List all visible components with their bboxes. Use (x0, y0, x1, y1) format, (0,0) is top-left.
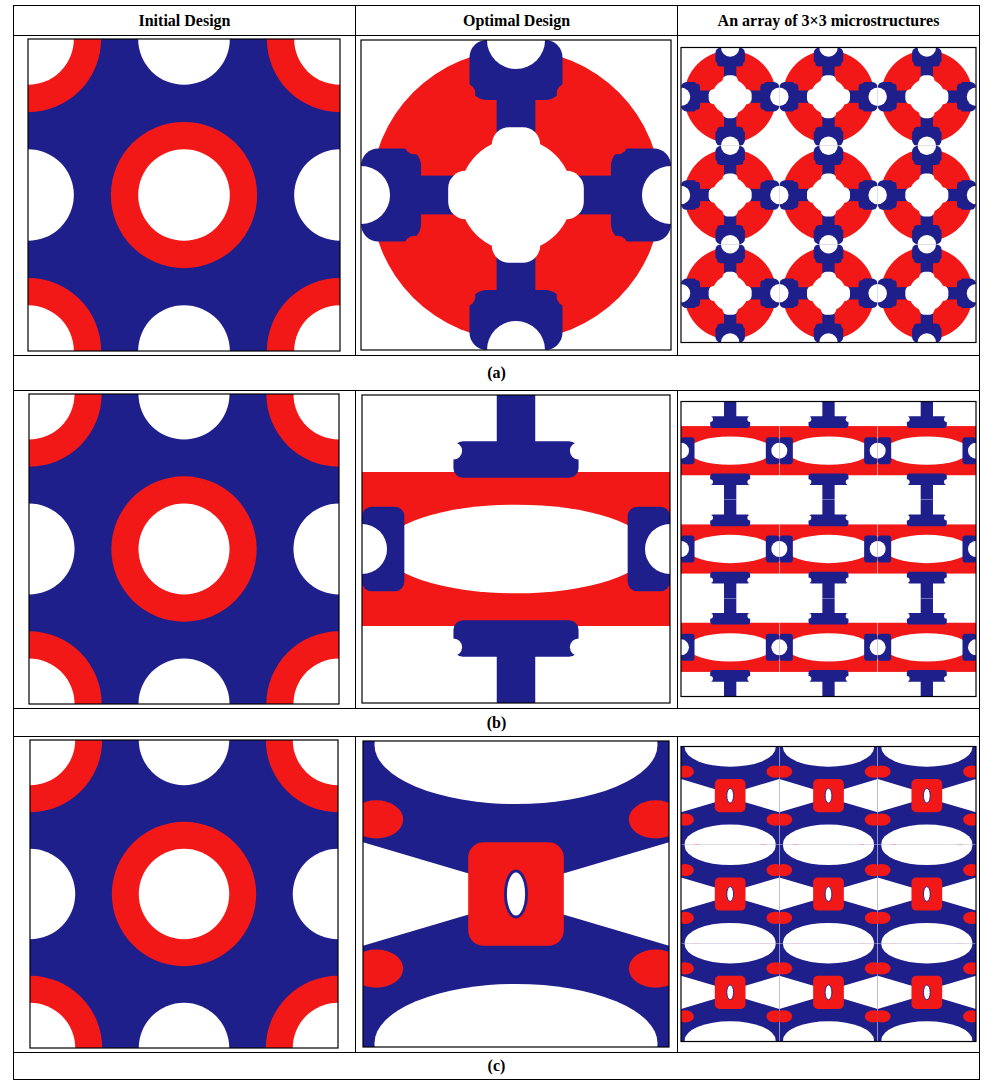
column-header-text: Optimal Design (463, 12, 570, 30)
row-label-text: (c) (488, 1057, 506, 1075)
initial-design (0, 321, 412, 776)
optimal-design (337, 395, 695, 703)
column-header: An array of 3×3 microstructures (678, 6, 979, 35)
panel-frames (28, 39, 976, 1048)
microstructure-array (672, 38, 985, 351)
column-header-text: Initial Design (138, 12, 230, 30)
initial-design (0, 0, 413, 424)
microstructure-array (677, 729, 981, 1060)
row-label: (a) (14, 356, 979, 390)
row-label: (b) (14, 709, 979, 736)
optimal-design (350, 686, 683, 1084)
initial-design (0, 668, 410, 1084)
optimal-design (332, 11, 700, 379)
row-label: (c) (14, 1053, 979, 1079)
row-label-text: (a) (487, 364, 506, 382)
microstructure-array (673, 402, 984, 697)
column-header-text: An array of 3×3 microstructures (718, 12, 940, 30)
column-header: Optimal Design (356, 6, 677, 35)
column-header: Initial Design (14, 6, 355, 35)
row-label-text: (b) (487, 714, 507, 732)
